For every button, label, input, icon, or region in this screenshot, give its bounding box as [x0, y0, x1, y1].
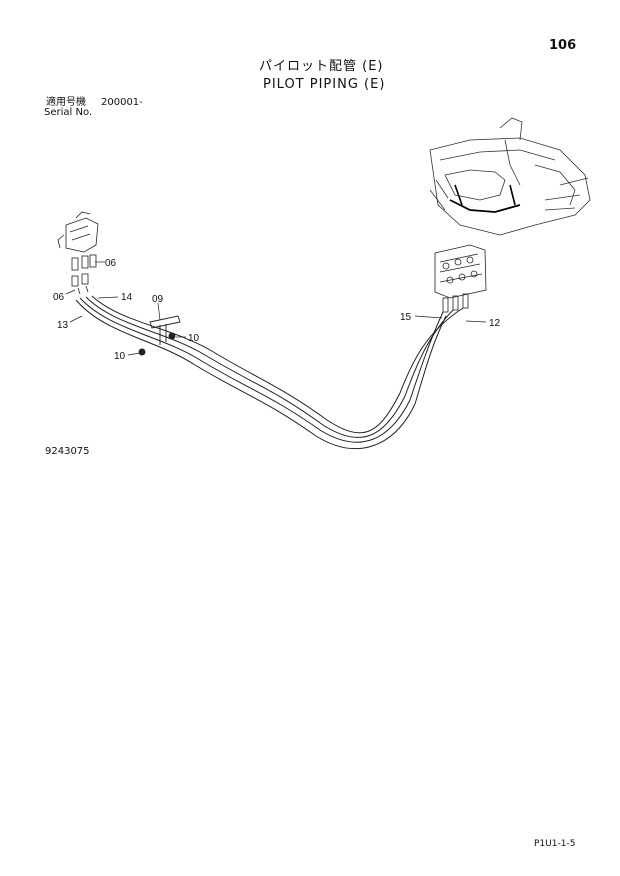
callout-14: 14 — [121, 292, 133, 303]
callout-10-right: 10 — [188, 333, 200, 344]
callout-06-upper: 06 — [105, 258, 117, 269]
serial-number-range: 200001- — [101, 97, 143, 108]
machine-overview-illustration — [429, 117, 591, 236]
serial-label: Serial No. — [44, 107, 93, 118]
callout-15: 15 — [400, 312, 412, 323]
left-pilot-valve — [57, 211, 99, 295]
right-control-valve — [434, 244, 487, 313]
serial-label-japanese: 適用号機 — [46, 97, 86, 108]
callout-09: 09 — [152, 294, 164, 305]
page-number: 106 — [549, 38, 577, 53]
pilot-hose-bundle — [75, 295, 464, 450]
callout-leaders — [65, 261, 487, 356]
drawing-number: 9243075 — [45, 446, 90, 457]
callout-06-lower: 06 — [53, 292, 65, 303]
page-title-japanese: パイロット配管 (E) — [259, 59, 384, 74]
callout-13: 13 — [57, 320, 69, 331]
hose-clamp-bracket — [138, 315, 181, 356]
page-title: PILOT PIPING (E) — [263, 77, 386, 92]
callout-12: 12 — [489, 318, 501, 329]
footer-page-code: P1U1-1-5 — [534, 839, 576, 849]
callout-10-left: 10 — [114, 351, 126, 362]
